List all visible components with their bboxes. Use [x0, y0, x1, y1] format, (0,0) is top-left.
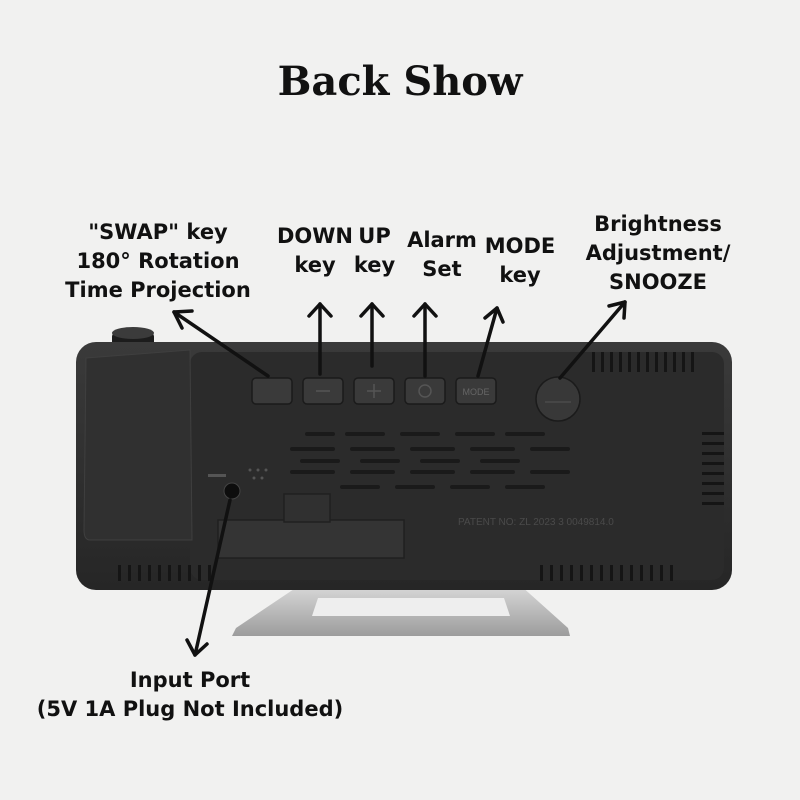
metal-stand [232, 585, 570, 636]
right-vents [592, 352, 724, 505]
brightness-arrow [558, 300, 627, 380]
input-port[interactable] [223, 482, 241, 500]
stand-compartment [217, 493, 405, 559]
mode-button-label: MODE [463, 387, 490, 397]
alarm-set-button[interactable] [404, 377, 446, 405]
up-icon [367, 384, 381, 398]
projector-housing [83, 349, 193, 541]
input-port-label: Input Port (5V 1A Plug Not Included) [36, 668, 344, 721]
alarm-set-label: Alarm Set [407, 228, 477, 281]
port-label-dots [208, 468, 268, 480]
bottom-vents [118, 565, 673, 581]
up-key-label: UP key [353, 224, 396, 277]
page-title: Back Show [277, 58, 523, 105]
vent-slots [290, 432, 570, 489]
alarm-icon [418, 384, 432, 398]
mode-arrow [476, 306, 505, 378]
swap-arrow [172, 309, 270, 378]
mode-button[interactable] [455, 377, 497, 405]
down-key-label: DOWN key [276, 224, 354, 277]
snooze-button[interactable] [535, 376, 581, 422]
patent-text: PATENT NO: ZL 2023 3 0049814.0 [458, 517, 614, 528]
swap-button[interactable] [251, 377, 293, 405]
swap-key-label: "SWAP" key 180° Rotation Time Projection [65, 220, 251, 302]
down-arrow [307, 302, 333, 376]
mode-key-label: MODE key [484, 234, 556, 287]
brightness-snooze-label: Brightness Adjustment/ SNOOZE [585, 212, 731, 294]
input-arrow [185, 498, 232, 657]
up-arrow [359, 302, 385, 368]
alarm-arrow [412, 302, 438, 378]
